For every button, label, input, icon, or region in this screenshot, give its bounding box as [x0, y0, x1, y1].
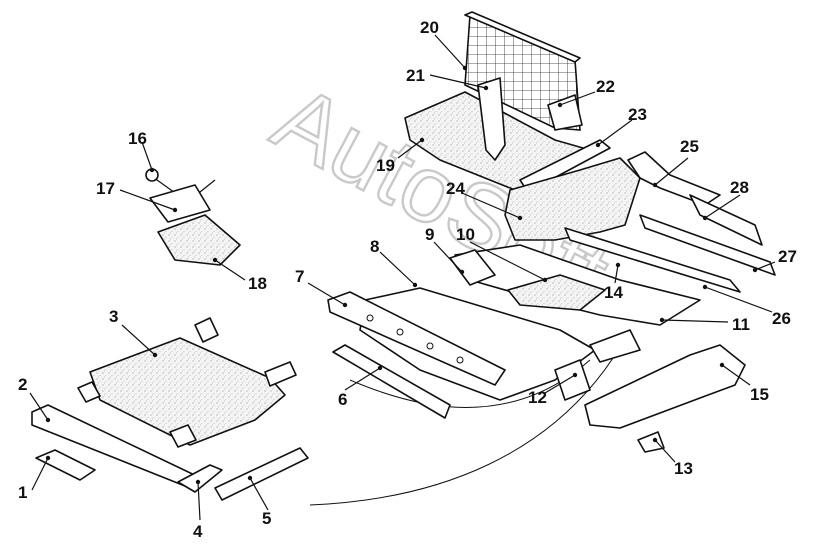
- callout-26: 26: [772, 309, 791, 328]
- callout-numbers: 1 2 3 4 5 6 7 8 9 10 11 12 13 14 15 16 1…: [18, 18, 797, 541]
- callout-19: 19: [376, 156, 395, 175]
- callout-7: 7: [295, 267, 304, 286]
- front-side-rail-part: [584, 344, 746, 429]
- small-plate-part: [35, 449, 96, 481]
- callout-20: 20: [420, 18, 439, 37]
- spare-well-cover-part: [507, 274, 606, 311]
- jack-part: [149, 184, 211, 223]
- callout-17: 17: [96, 179, 115, 198]
- callout-2: 2: [18, 375, 27, 394]
- callout-5: 5: [262, 509, 271, 528]
- callout-15: 15: [750, 385, 769, 404]
- leader-lines: [29, 34, 776, 521]
- callout-18: 18: [248, 274, 267, 293]
- callout-14: 14: [604, 283, 623, 302]
- callout-11: 11: [732, 315, 750, 334]
- callout-10: 10: [456, 225, 475, 244]
- gusset-part: [177, 464, 223, 493]
- cross-beam-part: [332, 344, 451, 419]
- rear-crossmember-part: [689, 194, 763, 246]
- bracket-part: [547, 94, 583, 131]
- floor-insert-part: [449, 249, 496, 286]
- front-floor-part: [359, 287, 596, 401]
- rail-mount-part: [589, 329, 641, 363]
- callout-16: 16: [128, 129, 147, 148]
- callout-12: 12: [528, 388, 547, 407]
- callout-9: 9: [425, 225, 434, 244]
- sill-strip-part: [214, 447, 309, 501]
- underbody-brackets: [77, 317, 297, 448]
- callout-3: 3: [109, 307, 118, 326]
- underbody-panel-part: [89, 337, 286, 446]
- rear-rail-left-part: [564, 227, 741, 293]
- jack-tray-part: [157, 214, 241, 266]
- callout-25: 25: [680, 137, 699, 156]
- pillar-part: [477, 77, 506, 161]
- rear-inner-panel-part: [504, 157, 641, 241]
- callout-23: 23: [628, 105, 647, 124]
- crossmember-holes: [366, 314, 464, 364]
- cargo-net-part: [464, 11, 581, 131]
- callout-8: 8: [370, 237, 379, 256]
- rail-bracket-part: [627, 151, 721, 206]
- callout-27: 27: [778, 247, 797, 266]
- callout-21: 21: [406, 66, 425, 85]
- callout-13: 13: [674, 459, 693, 478]
- small-bracket-part: [554, 359, 591, 401]
- callout-4: 4: [193, 522, 203, 541]
- callout-6: 6: [338, 390, 347, 409]
- rear-rail-right-part: [639, 214, 776, 276]
- callout-28: 28: [730, 178, 749, 197]
- clip-part: [637, 431, 665, 453]
- callout-1: 1: [18, 483, 27, 502]
- callout-24: 24: [446, 179, 465, 198]
- callout-22: 22: [596, 77, 615, 96]
- guide-curve-lower: [309, 329, 631, 506]
